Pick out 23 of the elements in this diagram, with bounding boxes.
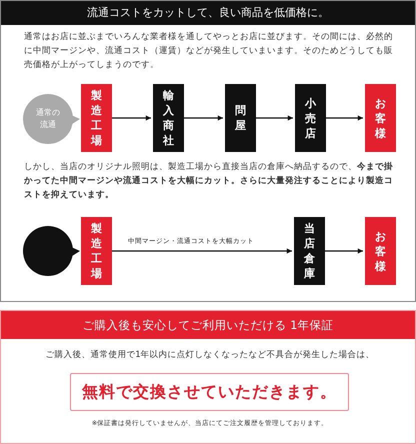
flow-box: 輸入商社 [153,84,184,152]
panel-heading: ご購入後も安心してご利用いただける 1年保証 [1,311,415,339]
paragraph: ご購入後、通常使用で1年以内に点灯しなくなったなど不具合が発生した場合は、 [44,349,376,362]
flow-box: お客様 [365,84,396,152]
flow-box: 当店倉庫 [294,217,325,285]
paragraph: しかし、当店のオリジナル照明は、製造工場から直接当店の倉庫へ納品するので、今まで掛かってた中間マージンや流通コストを大幅にカット。さらに大量発注することにより製造コストを抑えています。 [24,160,394,202]
flow-box: 製造工場 [81,217,112,285]
arrow [326,115,363,121]
highlight-box: 無料で交換させていただきます。 [70,373,349,411]
speech-bubble [23,226,81,276]
panel-heading: 流通コストをカットして、良い商品を低価格に。 [1,1,415,25]
flow-box: 小売店 [295,84,326,152]
panel [0,310,416,444]
panel [0,0,416,302]
arrow [112,115,151,121]
flow-box: お客様 [365,217,396,285]
arrow [256,115,293,121]
arrow [325,248,363,254]
paragraph: 通常はお店に並ぶまでいろんな業者様を通してやっとお店に並びます。その間には、必然的に中間マージンや、流通コスト（運賃）などが発生していまいます。そのためどうしても販売価格が上がってしまうのです。 [24,30,394,72]
flow-box: 製造工場 [81,84,112,152]
arrow [112,248,292,254]
flow-box: 問屋 [225,84,256,152]
arrow [184,115,223,121]
